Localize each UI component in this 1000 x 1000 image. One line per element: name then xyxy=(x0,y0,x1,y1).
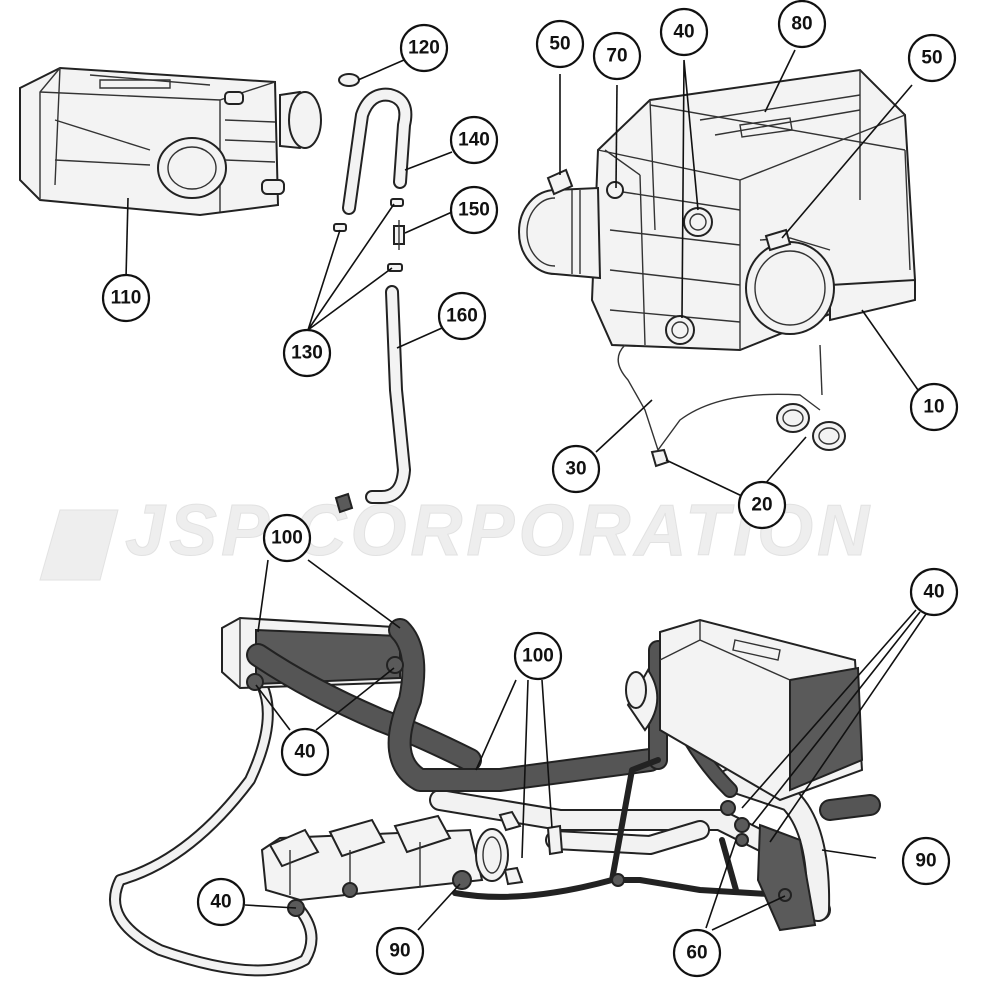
callout-80: 80 xyxy=(777,0,827,49)
callout-140: 140 xyxy=(449,115,499,165)
callout-100-center: 100 xyxy=(513,631,563,681)
callout-50-left: 50 xyxy=(535,19,585,69)
callout-40-bottom: 40 xyxy=(196,877,246,927)
svg-text:100: 100 xyxy=(522,646,554,667)
svg-text:40: 40 xyxy=(673,22,694,43)
svg-text:60: 60 xyxy=(686,943,707,964)
svg-text:50: 50 xyxy=(921,48,942,69)
callout-20: 20 xyxy=(737,480,787,530)
callout-60: 60 xyxy=(672,928,722,978)
part-150-tee-fitting xyxy=(393,220,405,250)
callout-30: 30 xyxy=(551,444,601,494)
part-20-clamps xyxy=(650,403,846,468)
part-10-intercooler-assembly xyxy=(518,68,917,352)
watermark-text: JSP CORPORATION xyxy=(125,491,873,571)
callout-120: 120 xyxy=(399,23,449,73)
svg-text:130: 130 xyxy=(291,343,323,364)
svg-text:120: 120 xyxy=(408,38,440,59)
svg-text:90: 90 xyxy=(389,941,410,962)
svg-text:150: 150 xyxy=(458,200,490,221)
svg-text:30: 30 xyxy=(565,459,586,480)
svg-text:40: 40 xyxy=(294,742,315,763)
callout-90-left: 90 xyxy=(375,926,425,976)
svg-text:40: 40 xyxy=(210,892,231,913)
svg-text:80: 80 xyxy=(791,14,812,35)
svg-text:70: 70 xyxy=(606,46,627,67)
svg-text:90: 90 xyxy=(915,851,936,872)
callout-50-right: 50 xyxy=(907,33,957,83)
bottom-assembly xyxy=(109,616,881,977)
svg-text:10: 10 xyxy=(923,397,944,418)
callout-70: 70 xyxy=(592,31,642,81)
callout-90-right: 90 xyxy=(901,836,951,886)
callout-130: 130 xyxy=(282,328,332,378)
svg-text:140: 140 xyxy=(458,130,490,151)
leader-lines xyxy=(125,49,927,931)
part-120-clamp xyxy=(338,73,360,87)
watermark-logo xyxy=(39,509,119,581)
callout-40-top: 40 xyxy=(659,7,709,57)
watermark: JSP CORPORATION xyxy=(39,491,873,581)
callout-160: 160 xyxy=(437,291,487,341)
svg-text:110: 110 xyxy=(111,288,142,309)
callout-40-right: 40 xyxy=(909,567,959,617)
part-140-u-hose xyxy=(342,87,413,215)
callout-10: 10 xyxy=(909,382,959,432)
svg-text:20: 20 xyxy=(751,495,772,516)
part-110-intercooler xyxy=(19,66,322,217)
svg-text:160: 160 xyxy=(446,306,478,327)
callout-100-left: 100 xyxy=(262,513,312,563)
svg-text:100: 100 xyxy=(271,528,303,549)
callout-110: 110 xyxy=(101,273,151,323)
svg-text:50: 50 xyxy=(549,34,570,55)
part-160-hose xyxy=(334,285,411,514)
part-30-drain-line xyxy=(617,344,823,452)
callout-150: 150 xyxy=(449,185,499,235)
svg-text:40: 40 xyxy=(923,582,944,603)
callout-40-left: 40 xyxy=(280,727,330,777)
